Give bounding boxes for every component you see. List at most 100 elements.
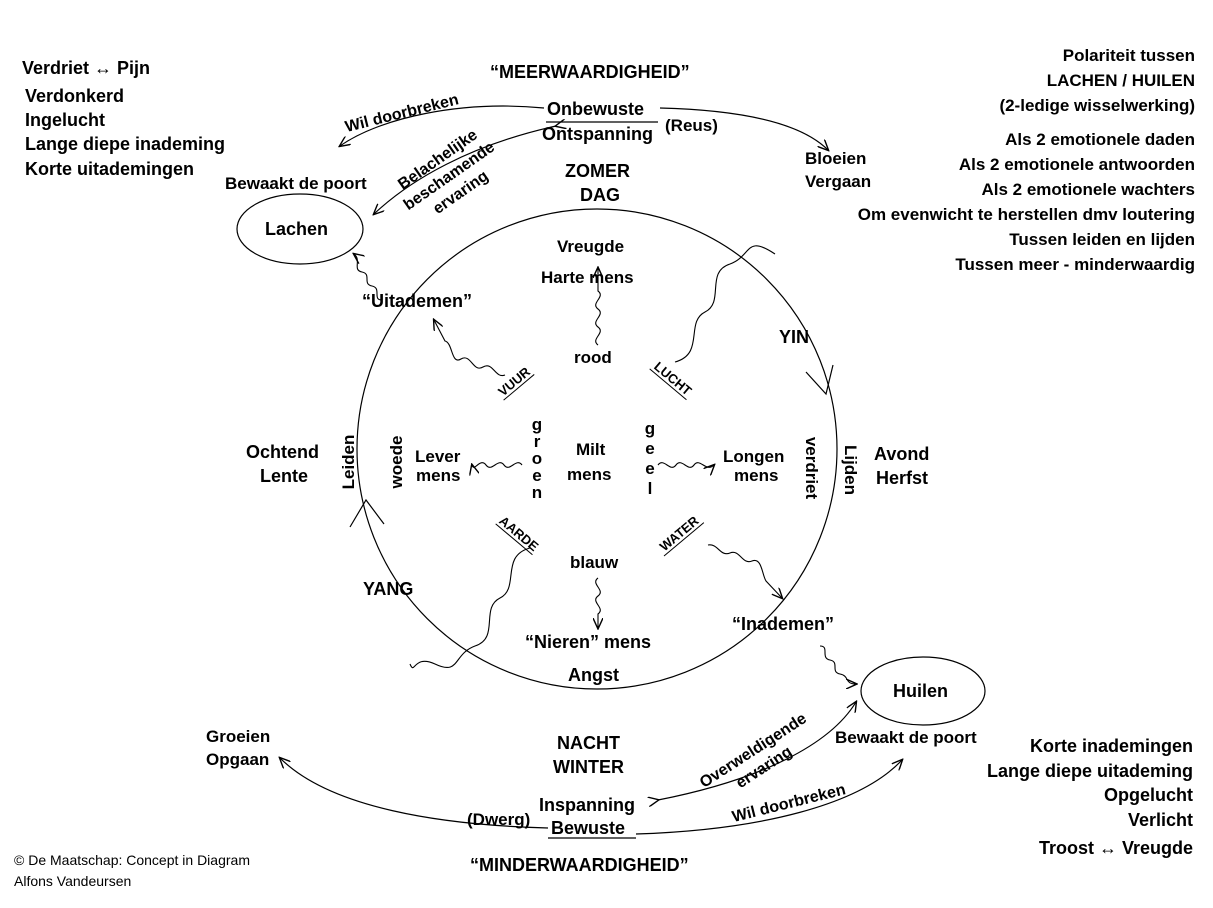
right-item-1: Als 2 emotionele antwoorden (958, 155, 1195, 174)
yin-arrowhead (805, 364, 834, 396)
onbewuste-label: Onbewuste (547, 99, 645, 119)
inademen-label: “Inademen” (732, 614, 835, 634)
longen-mens-label: mens (734, 466, 779, 485)
geel-g: g (645, 419, 655, 438)
opgaan-label: Opgaan (206, 750, 270, 769)
angst-label: Angst (568, 665, 619, 685)
zomer-label: ZOMER (565, 161, 630, 181)
right-list: Polariteit tussen LACHEN / HUILEN (2-led… (858, 43, 1195, 277)
vergaan-label: Vergaan (805, 172, 872, 191)
geel-l: l (648, 479, 653, 498)
yang-label: YANG (363, 579, 414, 599)
wave-lachen (354, 254, 383, 301)
geel-e1: e (645, 439, 654, 458)
lucht-label: LUCHT (651, 359, 694, 399)
left-list-4: Korte uitademingen (25, 159, 195, 179)
nacht-label: NACHT (557, 733, 620, 753)
wave-inademen (707, 544, 782, 598)
bottom-right-0: Korte inademingen (1029, 736, 1193, 756)
right-item-4: Tussen leiden en lijden (1009, 230, 1195, 249)
woede-label: woede (387, 436, 406, 490)
lachen-guard: Bewaakt de poort (225, 174, 367, 193)
wave-uitademen (434, 320, 506, 377)
vuur-label: VUUR (495, 364, 533, 400)
meerwaardigheid-title: “MEERWAARDIGHEID” (490, 62, 690, 82)
bottom-right-3: Verlicht (1127, 809, 1193, 830)
avond-label: Avond (874, 444, 930, 464)
inspanning-label: Inspanning (539, 795, 635, 815)
leiden-label: Leiden (339, 435, 358, 490)
harte-label: Harte mens (541, 268, 634, 287)
milt-label: Milt (576, 440, 606, 459)
wil-doorbreken-top-arrow (340, 105, 545, 146)
ochtend-label: Ochtend (246, 442, 320, 462)
right-item-3: Om evenwicht te herstellen dmv loutering (857, 205, 1195, 224)
verdriet-label: verdriet (802, 437, 821, 500)
geel-e2: e (645, 459, 654, 478)
lever-label: Lever (415, 447, 461, 466)
water-underline (663, 522, 705, 557)
right-item-0: Als 2 emotionele daden (1005, 130, 1195, 149)
wave-lucht (674, 245, 776, 363)
vreugde-label: Vreugde (557, 237, 625, 256)
left-list-3: Lange diepe inademing (25, 134, 226, 154)
lachen-ellipse (236, 193, 364, 265)
wave-longen (657, 462, 714, 468)
groeien-label: Groeien (206, 727, 271, 746)
wave-huilen (819, 645, 856, 684)
winter-label: WINTER (553, 757, 624, 777)
groen-n: n (532, 483, 542, 502)
right-header-0: Polariteit tussen (1062, 46, 1195, 65)
overweldigende-arrow (658, 702, 856, 800)
wave-lever (472, 462, 523, 468)
rood-label: rood (574, 348, 612, 367)
lever-mens-label: mens (416, 466, 461, 485)
wave-harte (596, 268, 601, 346)
wave-aarde (409, 547, 531, 669)
right-header-2: (2-ledige wisselwerking) (999, 96, 1195, 115)
lente-label: Lente (260, 466, 309, 486)
groen-g: g (532, 415, 542, 434)
nieren-label: “Nieren” mens (525, 632, 652, 652)
left-list-2: Ingelucht (25, 110, 105, 130)
aarde-label: AARDE (496, 513, 541, 554)
dag-label: DAG (580, 185, 620, 205)
yin-label: YIN (779, 327, 810, 347)
lijden-label: Lijden (841, 445, 860, 495)
uitademen-label: “Uitademen” (362, 291, 473, 311)
right-header-1: LACHEN / HUILEN (1046, 71, 1195, 90)
bottom-right-4: Troost ↔ Vreugde (1038, 838, 1193, 858)
herfst-label: Herfst (876, 468, 929, 488)
right-item-5: Tussen meer - minderwaardig (955, 255, 1195, 274)
bloeien-arrow (659, 107, 828, 150)
huilen-ellipse (860, 656, 986, 726)
wave-nieren (596, 577, 601, 628)
bottom-right-2: Opgelucht (1104, 785, 1193, 805)
lachen-label: Lachen (265, 219, 329, 239)
yang-arrowhead (349, 498, 385, 528)
huilen-guard: Bewaakt de poort (835, 728, 977, 747)
wil-doorbreken-bottom-arrow (635, 760, 902, 835)
belachelijke-arrow (374, 126, 556, 214)
groen-e: e (532, 466, 541, 485)
aarde-underline (495, 523, 533, 556)
huilen-label: Huilen (893, 681, 949, 701)
bottom-right-1: Lange diepe uitademing (986, 760, 1193, 781)
ontspanning-label: Ontspanning (542, 124, 653, 144)
vuur-underline (503, 374, 535, 401)
longen-label: Longen (723, 447, 785, 466)
dwerg-label: (Dwerg) (467, 810, 531, 829)
blauw-label: blauw (570, 553, 619, 572)
left-list-1: Verdonkerd (25, 86, 125, 106)
left-list-0: Verdriet ↔ Pijn (22, 58, 151, 78)
bloeien-label: Bloeien (805, 149, 867, 168)
milt-mens-label: mens (567, 465, 612, 484)
bewuste-label: Bewuste (551, 818, 626, 838)
groen-r: r (534, 432, 541, 451)
right-item-2: Als 2 emotionele wachters (981, 180, 1195, 199)
lucht-underline (649, 368, 687, 401)
reus-label: (Reus) (665, 116, 718, 135)
water-label: WATER (657, 513, 702, 554)
main-circle (356, 208, 838, 690)
